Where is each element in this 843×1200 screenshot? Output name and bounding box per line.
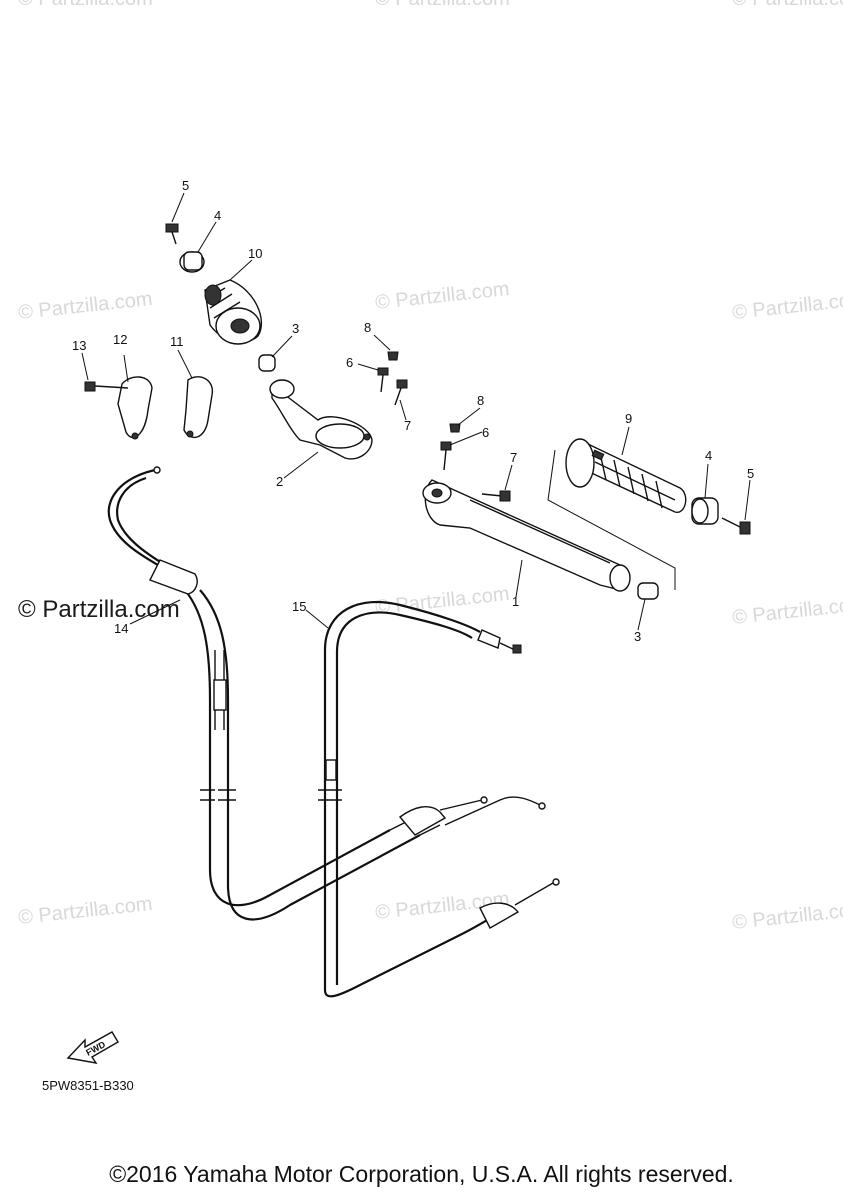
throttle-housing-lower[interactable] [117, 376, 153, 440]
callout-11: 11 [170, 334, 184, 349]
callout-8: 8 [364, 320, 371, 335]
leader-lines [81, 192, 751, 631]
bolt-5-right[interactable] [721, 517, 751, 535]
callout-1: 1 [512, 594, 519, 609]
callout-3: 3 [634, 629, 641, 644]
bar-end-weight-right[interactable] [691, 497, 719, 525]
watermark: © Partzilla.com [18, 0, 153, 11]
callout-9: 9 [625, 411, 632, 426]
callout-2: 2 [276, 474, 283, 489]
screw-7-right[interactable] [481, 490, 511, 502]
callout-13: 13 [72, 338, 86, 353]
grip-right[interactable] [565, 438, 687, 513]
fwd-arrow-icon: FWD [66, 1031, 119, 1064]
throttle-cable-assembly[interactable] [107, 466, 546, 921]
screw-7-left[interactable] [394, 379, 408, 406]
bar-end-weight-left[interactable] [179, 251, 205, 273]
callout-8: 8 [477, 393, 484, 408]
callout-15: 15 [292, 599, 306, 614]
watermark-prominent: © Partzilla.com [18, 596, 180, 623]
clutch-cable[interactable] [323, 600, 560, 998]
callout-7: 7 [510, 450, 517, 465]
handlebar-left[interactable] [269, 379, 373, 460]
handlebar-right[interactable] [422, 479, 631, 592]
watermark: © Partzilla.com [375, 0, 510, 11]
callout-7: 7 [404, 418, 411, 433]
bolt-5-left[interactable] [165, 223, 179, 245]
screw-13[interactable] [84, 381, 129, 392]
callout-4: 4 [214, 208, 221, 223]
cable-break-markers [200, 789, 342, 801]
throttle-housing-upper[interactable] [183, 376, 214, 439]
screw-6-left[interactable] [377, 367, 389, 393]
callout-6: 6 [482, 425, 489, 440]
throttle-grip[interactable] [204, 279, 263, 345]
drawing-code: 5PW8351-B330 [42, 1078, 134, 1093]
callout-14: 14 [114, 621, 128, 636]
callout-4: 4 [705, 448, 712, 463]
collar-right[interactable] [637, 582, 659, 600]
collar-left[interactable] [258, 354, 276, 372]
screw-6-right[interactable] [440, 441, 452, 471]
assembly-bracket [547, 449, 676, 590]
callout-5: 5 [182, 178, 189, 193]
callout-12: 12 [113, 332, 127, 347]
callout-6: 6 [346, 355, 353, 370]
cap-8-left[interactable] [387, 351, 399, 361]
cap-8-right[interactable] [449, 423, 461, 433]
callout-5: 5 [747, 466, 754, 481]
callout-3: 3 [292, 321, 299, 336]
watermark: © Partzilla.com [732, 0, 843, 11]
callout-10: 10 [248, 246, 262, 261]
copyright-notice: ©2016 Yamaha Motor Corporation, U.S.A. A… [109, 1161, 734, 1187]
